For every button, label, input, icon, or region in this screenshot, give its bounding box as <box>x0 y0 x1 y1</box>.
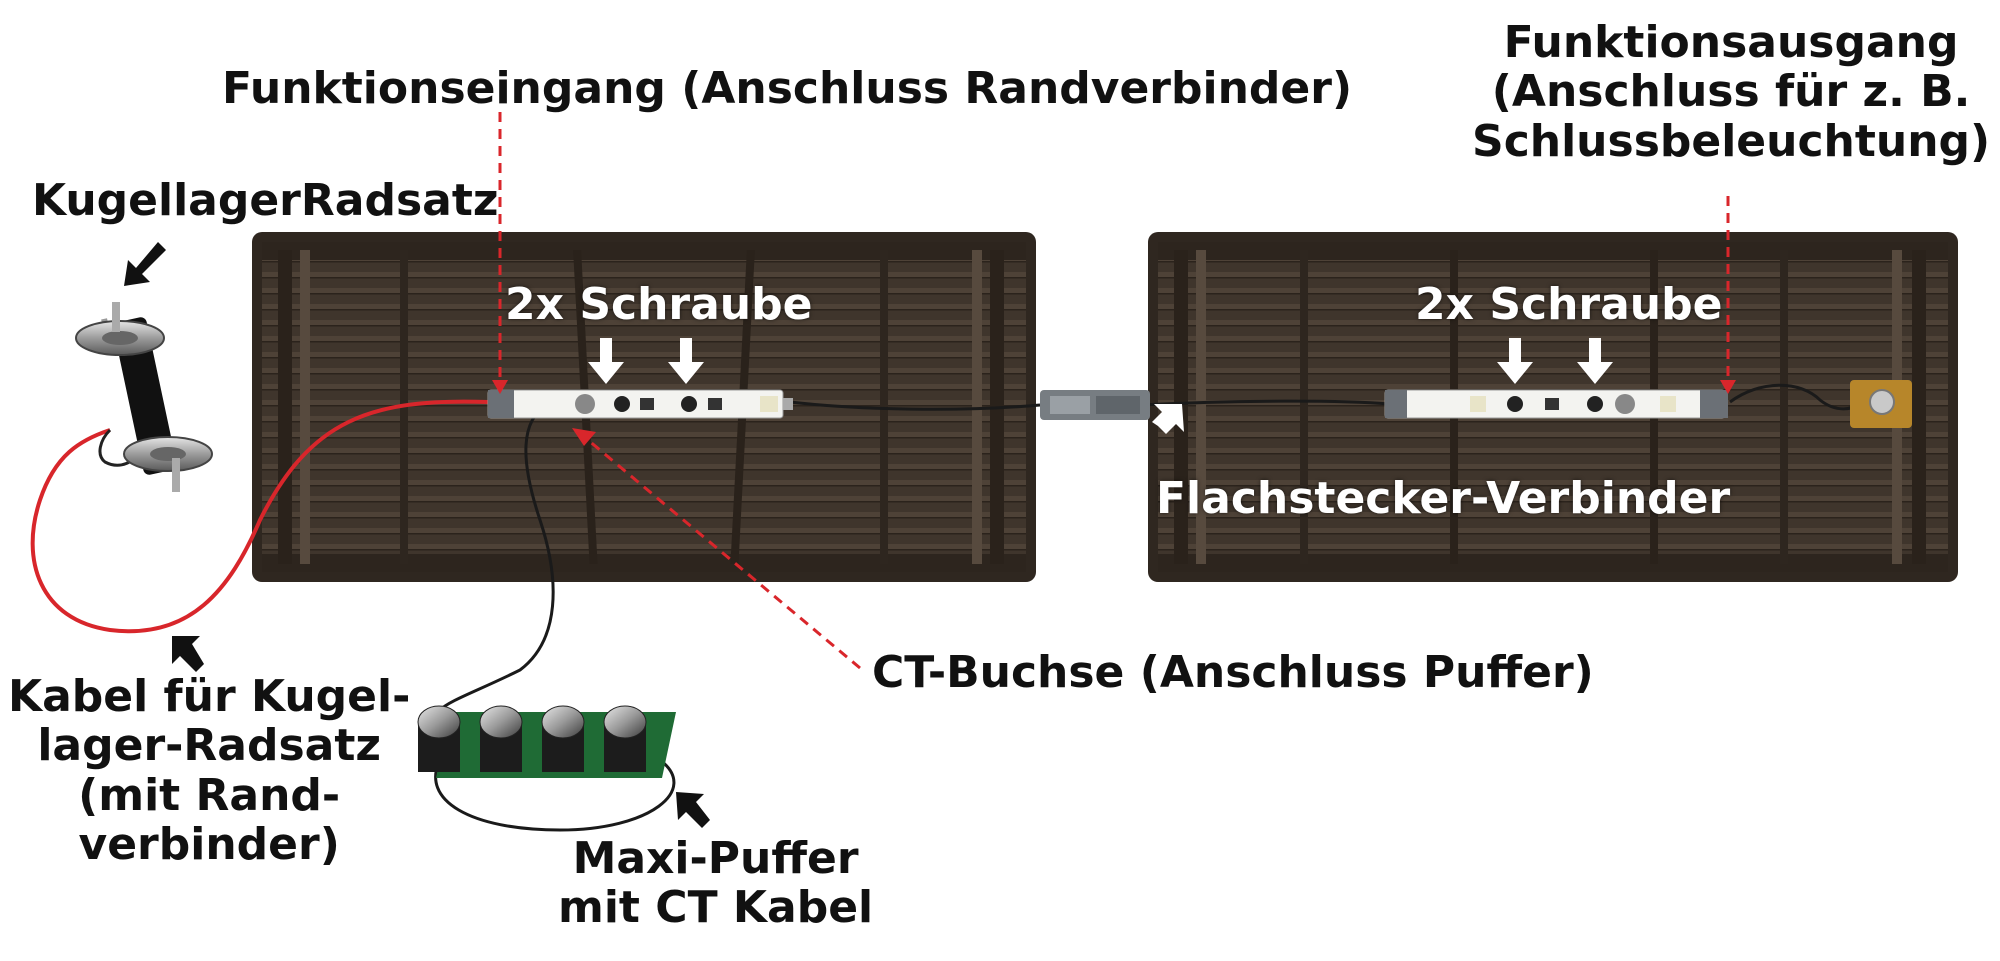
red-wire <box>30 399 489 634</box>
label-ct-buchse: CT-Buchse (Anschluss Puffer) <box>872 647 1594 698</box>
capacitor <box>541 705 585 772</box>
maxi-buffer-board <box>417 705 676 778</box>
label-kugellager-radsatz: KugellagerRadsatz <box>32 175 499 226</box>
tail-light-wire <box>1729 383 1863 411</box>
label-flachstecker-verbinder: Flachstecker-Verbinder <box>1156 473 1731 524</box>
arrow-icon <box>676 792 710 828</box>
arrow-down-icon <box>588 338 624 384</box>
arrowhead-funktionseingang <box>492 380 508 394</box>
label-line: mit CT Kabel <box>558 882 874 934</box>
capacitor <box>479 705 523 772</box>
left-wagon-floor <box>252 232 1036 582</box>
label-line: Maxi-Puffer <box>572 833 859 884</box>
tail-light-socket <box>1850 380 1912 428</box>
label-line: (Anschluss für z. B. <box>1491 66 1971 118</box>
label-kabel-radsatz: Kabel für Kugel- lager-Radsatz (mit Rand… <box>8 672 410 869</box>
label-schraube-left: 2x Schraube <box>505 279 813 330</box>
label-line: (mit Rand- <box>78 769 341 821</box>
capacitor <box>417 705 461 772</box>
label-maxi-puffer: Maxi-Puffer mit CT Kabel <box>558 834 873 933</box>
label-line: lager-Radsatz <box>37 720 381 772</box>
left-pcb <box>487 389 793 419</box>
tray-link-wire-left <box>789 400 1041 411</box>
label-funktionseingang: Funktionseingang (Anschluss Randverbinde… <box>222 63 1353 114</box>
arrow-down-icon <box>1577 338 1613 384</box>
label-line: Funktionsausgang <box>1503 17 1959 68</box>
arrow-down-icon <box>1497 338 1533 384</box>
arrowhead-ct-buchse <box>572 428 596 446</box>
label-schraube-right: 2x Schraube <box>1415 279 1723 330</box>
label-line: Kabel für Kugel- <box>8 671 411 722</box>
tray-link-wire-right <box>1139 399 1391 407</box>
flat-plug-connector <box>1040 390 1150 420</box>
arrow-icon <box>172 636 204 672</box>
label-line: Schlussbeleuchtung) <box>1472 115 1991 167</box>
right-pcb <box>1384 389 1728 419</box>
arrow-icon <box>124 242 166 286</box>
ct-wire <box>438 402 555 712</box>
arrow-down-icon <box>668 338 704 384</box>
label-line: verbinder) <box>78 818 340 870</box>
arrowhead-funktionsausgang <box>1720 380 1736 394</box>
ball-bearing-wheelset <box>75 302 213 492</box>
wiring <box>30 383 1863 832</box>
label-funktionsausgang: Funktionsausgang (Anschluss für z. B. Sc… <box>1472 18 1990 166</box>
capacitor <box>603 705 647 772</box>
dashed-leaders <box>498 112 1730 670</box>
buffer-loop <box>434 758 676 832</box>
arrow-up-left-icon <box>1152 404 1184 434</box>
leader-ct-buchse <box>587 438 861 670</box>
